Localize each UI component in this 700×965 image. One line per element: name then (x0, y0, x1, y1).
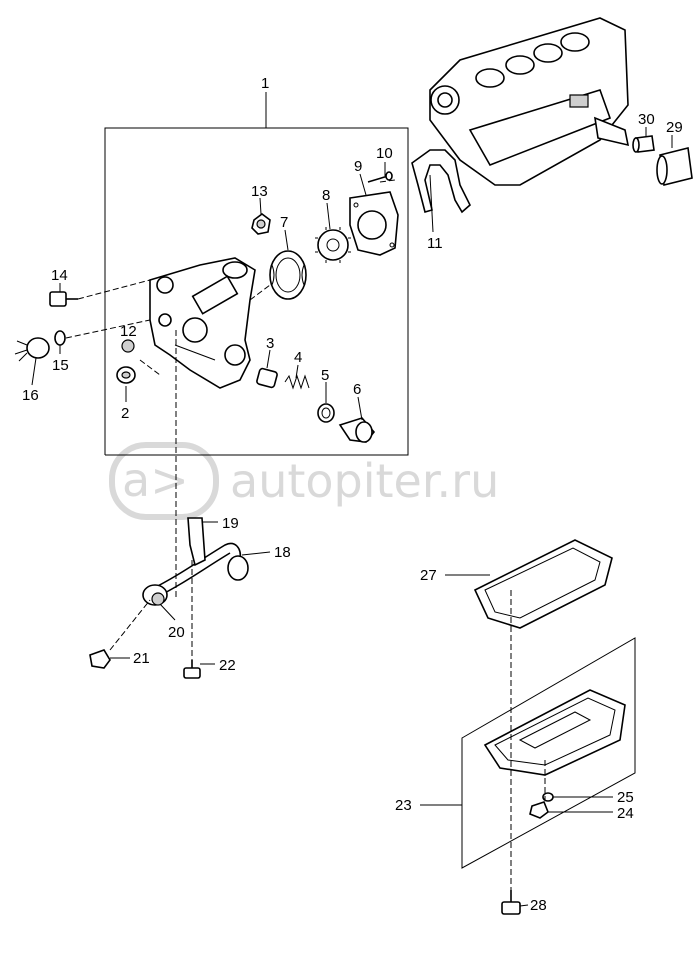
watermark-text: autopiter.ru (230, 454, 499, 508)
relief-plunger-3 (256, 367, 278, 389)
oil-pan-gasket-27 (473, 539, 613, 629)
watermark-logo: a> (122, 453, 189, 507)
rear-oil-seal-gasket-11 (411, 149, 471, 214)
oil-pump-group-frame (104, 92, 409, 456)
inner-gear-8 (315, 227, 351, 263)
callout-3: 3 (266, 335, 274, 352)
fitting-30 (632, 135, 655, 153)
bracket-19 (187, 517, 206, 567)
callout-12: 12 (120, 323, 137, 340)
plug-6 (338, 417, 376, 443)
engine-block (429, 17, 630, 186)
oil-seal-2 (116, 366, 136, 384)
screw-10 (367, 171, 393, 183)
callout-8: 8 (322, 187, 330, 204)
callout-5: 5 (321, 367, 329, 384)
bolt-21 (89, 649, 111, 669)
bolt-28 (501, 890, 521, 915)
callout-27: 27 (420, 567, 437, 584)
o-ring-15 (54, 330, 66, 346)
bolt-13 (251, 213, 271, 235)
callout-22: 22 (219, 657, 236, 674)
callout-21: 21 (133, 650, 150, 667)
nut-12 (121, 339, 135, 353)
callout-10: 10 (376, 145, 393, 162)
gasket-20 (151, 592, 165, 606)
callout-6: 6 (353, 381, 361, 398)
oil-pan-23 (483, 689, 626, 776)
leader-lines (31, 127, 673, 907)
relief-spring-4 (284, 374, 310, 390)
callout-18: 18 (274, 544, 291, 561)
callout-28: 28 (530, 897, 547, 914)
pump-cover-9 (349, 191, 399, 256)
oil-pressure-switch-16 (14, 337, 50, 362)
callout-30: 30 (638, 111, 655, 128)
oil-pump-housing (149, 257, 256, 389)
callout-1: 1 (261, 75, 269, 92)
callout-19: 19 (222, 515, 239, 532)
watermark: a> autopiter.ru (109, 442, 499, 520)
callout-25: 25 (617, 789, 634, 806)
oil-strainer-18 (142, 542, 249, 606)
callout-4: 4 (294, 349, 302, 366)
filter-29 (656, 147, 693, 186)
callout-7: 7 (280, 214, 288, 231)
callout-24: 24 (617, 805, 634, 822)
callout-23: 23 (395, 797, 412, 814)
bolt-22 (183, 660, 201, 679)
drain-plug-24 (529, 801, 549, 819)
callout-13: 13 (251, 183, 268, 200)
callout-2: 2 (121, 405, 129, 422)
callout-9: 9 (354, 158, 362, 175)
oil-pan-group-frame (461, 637, 636, 869)
washer-5 (317, 403, 335, 423)
assembly-lines (65, 179, 546, 890)
outer-rotor-7 (269, 250, 307, 300)
callout-16: 16 (22, 387, 39, 404)
callout-11: 11 (427, 235, 443, 252)
callout-29: 29 (666, 119, 683, 136)
callout-14: 14 (51, 267, 68, 284)
callouts: 1 2 3 4 5 6 7 8 9 10 11 12 13 14 15 16 1… (22, 75, 683, 914)
bolt-14 (49, 291, 78, 307)
callout-15: 15 (52, 357, 69, 374)
callout-20: 20 (168, 624, 185, 641)
watermark-logo-box (109, 442, 219, 520)
